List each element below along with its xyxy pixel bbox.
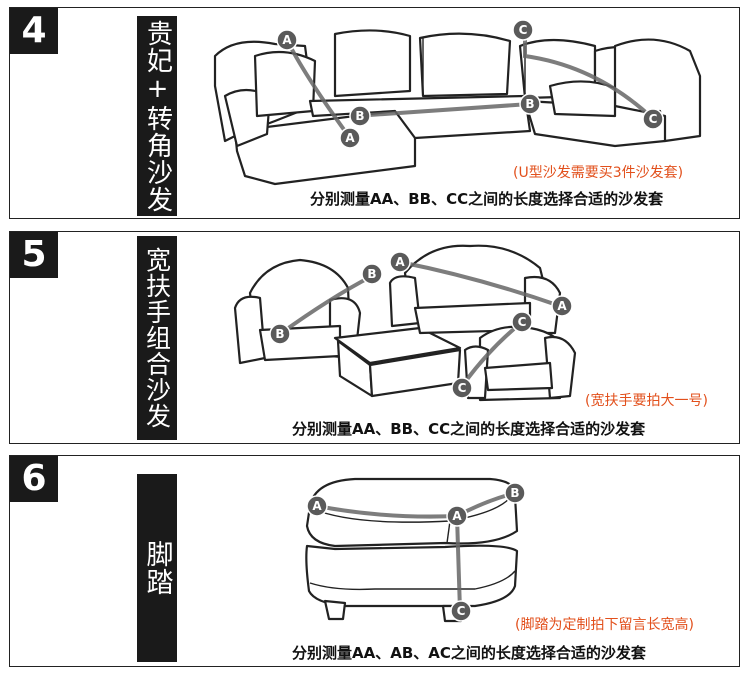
svg-text:A: A bbox=[452, 509, 462, 523]
svg-text:B: B bbox=[355, 109, 364, 123]
marker-b: B bbox=[361, 263, 383, 285]
marker-c: C bbox=[512, 19, 534, 41]
section-caption: 分别测量AA、BB、CC之间的长度选择合适的沙发套 bbox=[310, 190, 664, 208]
section-note: (U型沙发需要买3件沙发套) bbox=[513, 165, 684, 181]
svg-text:B: B bbox=[510, 486, 519, 500]
section-label: 贵妃+转角沙发 bbox=[137, 16, 177, 216]
wide-arm-sofa-set-illustration: B B A A C C bbox=[233, 244, 577, 402]
section-6-panel: 6 脚踏 A A B C (脚踏为定制拍下留言长宽高) 分别测量AA、AB、AC… bbox=[9, 455, 740, 667]
marker-a: A bbox=[339, 127, 361, 149]
section-note: (脚踏为定制拍下留言长宽高) bbox=[515, 617, 694, 633]
marker-b: B bbox=[269, 323, 291, 345]
section-caption: 分别测量AA、AB、AC之间的长度选择合适的沙发套 bbox=[292, 644, 646, 662]
section-5-panel: 5 宽扶手组合沙发 B B A A C C (宽扶手要拍大一号) 分别测量AA、… bbox=[9, 231, 740, 444]
svg-text:C: C bbox=[457, 604, 466, 618]
svg-text:A: A bbox=[557, 299, 567, 313]
svg-text:A: A bbox=[312, 499, 322, 513]
svg-text:A: A bbox=[345, 131, 355, 145]
section-caption: 分别测量AA、BB、CC之间的长度选择合适的沙发套 bbox=[292, 420, 646, 438]
marker-a: A bbox=[551, 295, 573, 317]
marker-c: C bbox=[642, 108, 664, 130]
marker-a: A bbox=[306, 495, 328, 517]
marker-a: A bbox=[276, 29, 298, 51]
svg-text:C: C bbox=[518, 315, 527, 329]
svg-text:B: B bbox=[525, 97, 534, 111]
marker-c: C bbox=[511, 311, 533, 333]
svg-text:B: B bbox=[367, 267, 376, 281]
section-number: 4 bbox=[10, 8, 58, 54]
svg-text:A: A bbox=[282, 33, 292, 47]
svg-text:B: B bbox=[275, 327, 284, 341]
corner-sofa-illustration: A A B B C C bbox=[213, 19, 702, 186]
marker-b: B bbox=[504, 482, 526, 504]
svg-text:C: C bbox=[458, 381, 467, 395]
section-number: 6 bbox=[10, 456, 58, 502]
marker-a: A bbox=[446, 505, 468, 527]
marker-b: B bbox=[519, 93, 541, 115]
section-label: 宽扶手组合沙发 bbox=[137, 236, 177, 440]
section-4-panel: 4 贵妃+转角沙发 A A B B C C (U型沙发需要买3件沙发套) 分别测… bbox=[9, 7, 740, 219]
marker-b: B bbox=[349, 105, 371, 127]
section-note: (宽扶手要拍大一号) bbox=[585, 393, 708, 409]
marker-c: C bbox=[451, 377, 473, 399]
svg-text:A: A bbox=[395, 255, 405, 269]
section-number: 5 bbox=[10, 232, 58, 278]
ottoman-illustration: A A B C bbox=[305, 477, 526, 623]
marker-a: A bbox=[389, 251, 411, 273]
svg-text:C: C bbox=[519, 23, 528, 37]
section-label: 脚踏 bbox=[137, 474, 177, 662]
svg-text:C: C bbox=[649, 112, 658, 126]
marker-c: C bbox=[450, 600, 472, 622]
